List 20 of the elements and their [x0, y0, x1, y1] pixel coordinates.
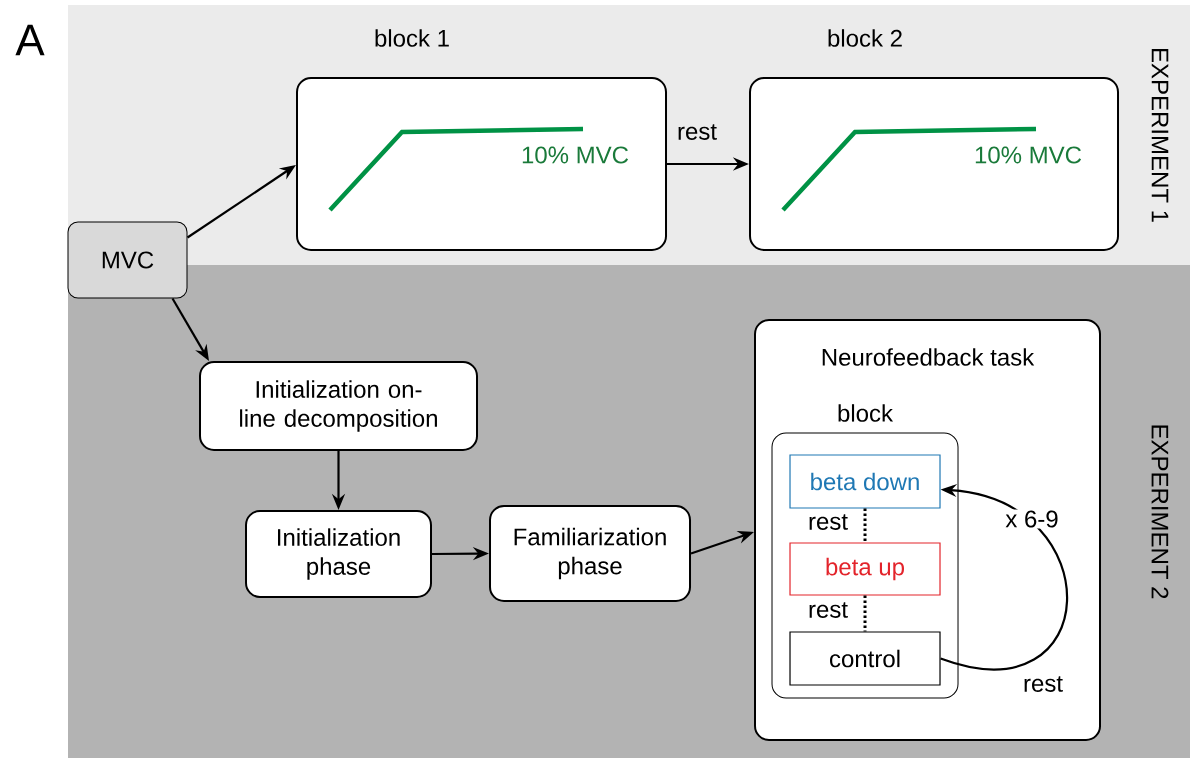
target-label: 10% MVC — [522, 146, 629, 164]
condition-box: beta down — [789, 454, 941, 509]
edge-label: rest — [807, 601, 849, 619]
process-box: Initialization phase — [245, 510, 432, 598]
panel-letter: A — [15, 24, 45, 56]
box-heading: block 2 — [828, 29, 902, 47]
box-heading: block 1 — [375, 29, 449, 47]
process-box: MVC — [67, 221, 188, 299]
edge-label: rest — [676, 123, 718, 141]
process-box: Familiarization phase — [489, 505, 691, 602]
band-title: EXPERIMENT 1 — [1151, 48, 1169, 222]
band-title: EXPERIMENT 2 — [1151, 425, 1169, 599]
target-label: 10% MVC — [975, 146, 1082, 164]
condition-box: control — [789, 631, 941, 686]
edge-label: rest — [807, 513, 849, 531]
loop-label: rest — [1024, 676, 1063, 692]
box-heading: Neurofeedback task — [822, 348, 1035, 366]
box-heading: block — [838, 404, 894, 422]
condition-box: beta up — [789, 542, 941, 596]
process-box: Initialization on-line decomposition — [199, 361, 478, 451]
